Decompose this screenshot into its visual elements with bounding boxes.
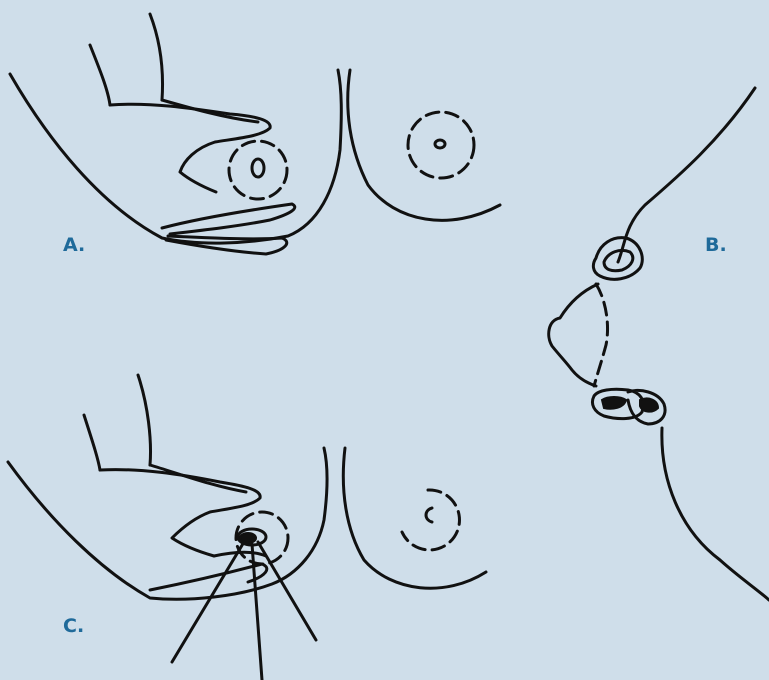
panel-a-breast-right-outline xyxy=(348,70,500,220)
panel-c-breast-right-outline xyxy=(343,448,486,588)
panel-a-arm xyxy=(90,14,163,105)
panel-b-finger-nail-2 xyxy=(640,398,658,411)
panel-a-hand-top xyxy=(110,104,270,192)
panel-c-areola-right xyxy=(402,490,459,550)
panel-a-areola-right xyxy=(408,112,474,178)
panel-b-label: B. xyxy=(705,236,727,255)
panel-c-lower-fingers xyxy=(150,552,267,590)
panel-a-nipple-left xyxy=(252,159,264,177)
panel-c-arm xyxy=(84,375,151,470)
panel-a-areola-left xyxy=(229,141,287,199)
panel-b-breast-contour xyxy=(549,284,598,386)
panel-a-nipple-right xyxy=(435,140,445,148)
panel-b-breast-dashed xyxy=(594,284,608,386)
panel-c-hand-top xyxy=(100,470,260,556)
panel-c-milk-stream-left xyxy=(172,542,244,662)
panel-a-lower-fingers xyxy=(162,204,295,254)
panel-a-breast-left-outline xyxy=(10,70,341,243)
panel-b-chest-profile xyxy=(618,88,769,600)
panel-b-drawing xyxy=(549,88,769,600)
panel-c-label: C. xyxy=(63,617,84,636)
panel-c-nipple-right xyxy=(426,508,432,522)
panel-c-thumb xyxy=(150,465,246,492)
panel-b-finger-nail-1 xyxy=(602,397,626,409)
panel-a-label: A. xyxy=(63,236,85,255)
panel-a-drawing xyxy=(10,14,500,254)
